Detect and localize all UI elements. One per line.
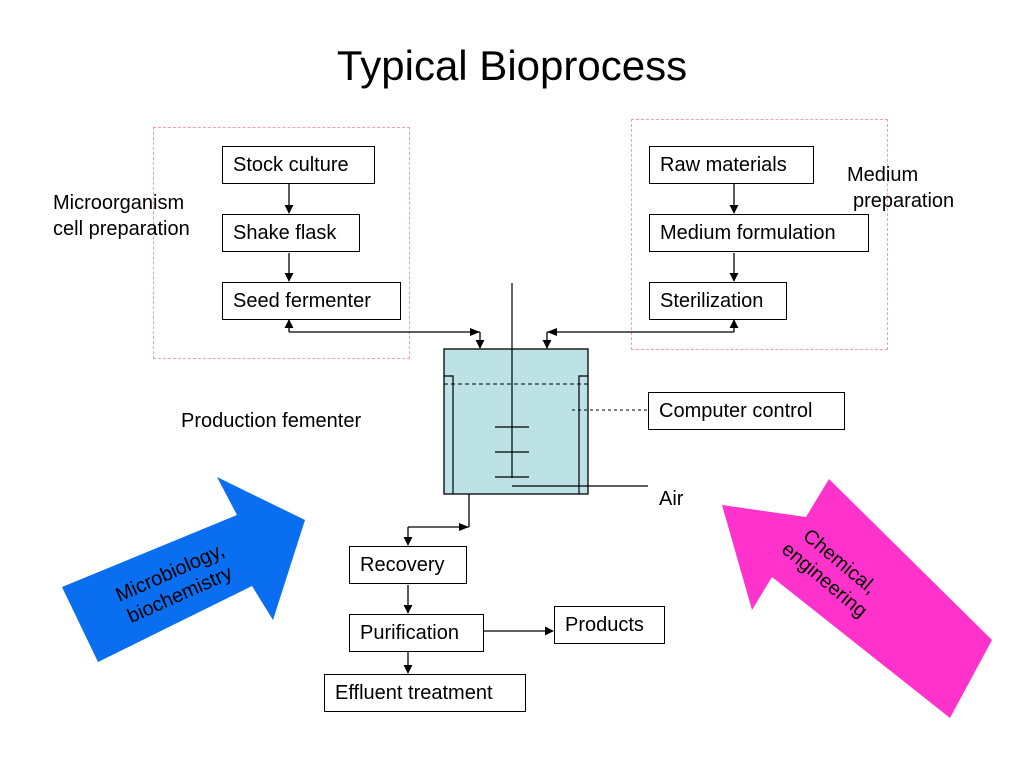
node-shake-flask: Shake flask bbox=[222, 214, 360, 252]
production-fermenter-label: Production fementer bbox=[181, 410, 362, 432]
node-effluent-treatment: Effluent treatment bbox=[324, 674, 526, 712]
microbiology-big-arrow bbox=[62, 477, 305, 662]
medium-label-line2: preparation bbox=[853, 190, 955, 212]
arrowhead-fermenter-horizontal bbox=[459, 523, 469, 531]
microorganism-label-line2: cell preparation bbox=[53, 218, 190, 240]
medium-preparation-group bbox=[631, 119, 888, 350]
fermenter-inner-wall-left bbox=[444, 375, 454, 494]
medium-label-line1: Medium bbox=[847, 164, 919, 186]
arrowhead-seed-horizontal bbox=[470, 328, 480, 336]
node-products: Products bbox=[554, 606, 665, 644]
fermenter-inner-wall-right bbox=[578, 375, 588, 494]
node-seed-fermenter: Seed fermenter bbox=[222, 282, 401, 320]
node-medium-formulation: Medium formulation bbox=[649, 214, 869, 252]
page-title: Typical Bioprocess bbox=[336, 42, 688, 89]
arrowhead-sterilization-horizontal bbox=[547, 328, 557, 336]
air-label: Air bbox=[659, 488, 684, 510]
node-raw-materials: Raw materials bbox=[649, 146, 814, 184]
node-purification: Purification bbox=[349, 614, 484, 652]
node-recovery: Recovery bbox=[349, 546, 467, 584]
node-computer-control: Computer control bbox=[648, 392, 845, 430]
microorganism-preparation-group bbox=[153, 127, 410, 359]
node-stock-culture: Stock culture bbox=[222, 146, 375, 184]
microorganism-label-line1: Microorganism bbox=[53, 192, 185, 214]
node-sterilization: Sterilization bbox=[649, 282, 787, 320]
production-fermenter-vessel bbox=[443, 348, 589, 495]
chemical-engineering-big-arrow bbox=[722, 479, 992, 718]
